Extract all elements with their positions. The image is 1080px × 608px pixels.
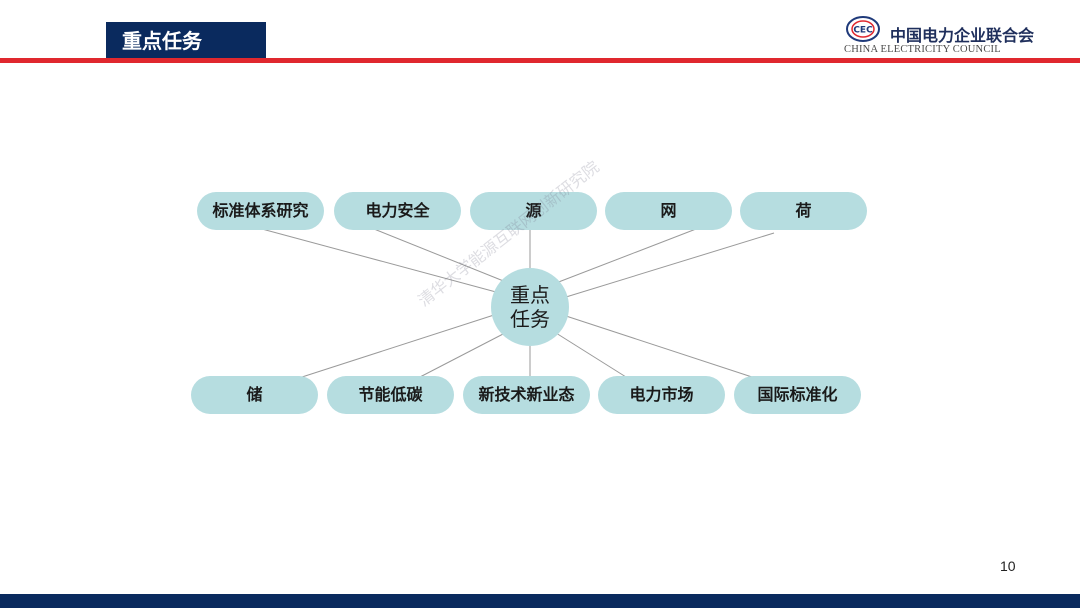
emblem-text: CEC [853, 26, 873, 36]
connector-line [555, 228, 697, 284]
node-bottom-4: 电力市场 [598, 376, 725, 414]
connector-line [373, 228, 507, 283]
footer-bar [0, 594, 1080, 608]
org-logo: CEC 中国电力企业联合会 CHINA ELECTRICITY COUNCIL [844, 14, 1074, 58]
node-top-4: 网 [605, 192, 732, 230]
connector-line [565, 315, 753, 378]
page-number: 10 [1000, 558, 1016, 574]
node-top-3: 源 [470, 192, 597, 230]
node-bottom-5: 国际标准化 [734, 376, 861, 414]
slide-title: 重点任务 [106, 22, 266, 60]
node-bottom-2: 节能低碳 [327, 376, 454, 414]
connector-line [565, 232, 775, 298]
connector-line [419, 332, 506, 378]
org-name-cn: 中国电力企业联合会 [890, 26, 1035, 45]
node-top-5: 荷 [740, 192, 867, 230]
connector-line [261, 228, 497, 293]
header-divider [0, 58, 1080, 63]
node-top-1: 标准体系研究 [197, 192, 324, 230]
node-bottom-1: 储 [191, 376, 318, 414]
center-node: 重点任务 [491, 268, 569, 346]
center-label: 重点任务 [510, 283, 550, 331]
cec-emblem-icon: CEC [846, 16, 880, 42]
org-name-en: CHINA ELECTRICITY COUNCIL [844, 44, 1001, 55]
connector-line [301, 314, 495, 378]
node-top-2: 电力安全 [334, 192, 461, 230]
connector-line [555, 332, 627, 378]
node-bottom-3: 新技术新业态 [463, 376, 590, 414]
